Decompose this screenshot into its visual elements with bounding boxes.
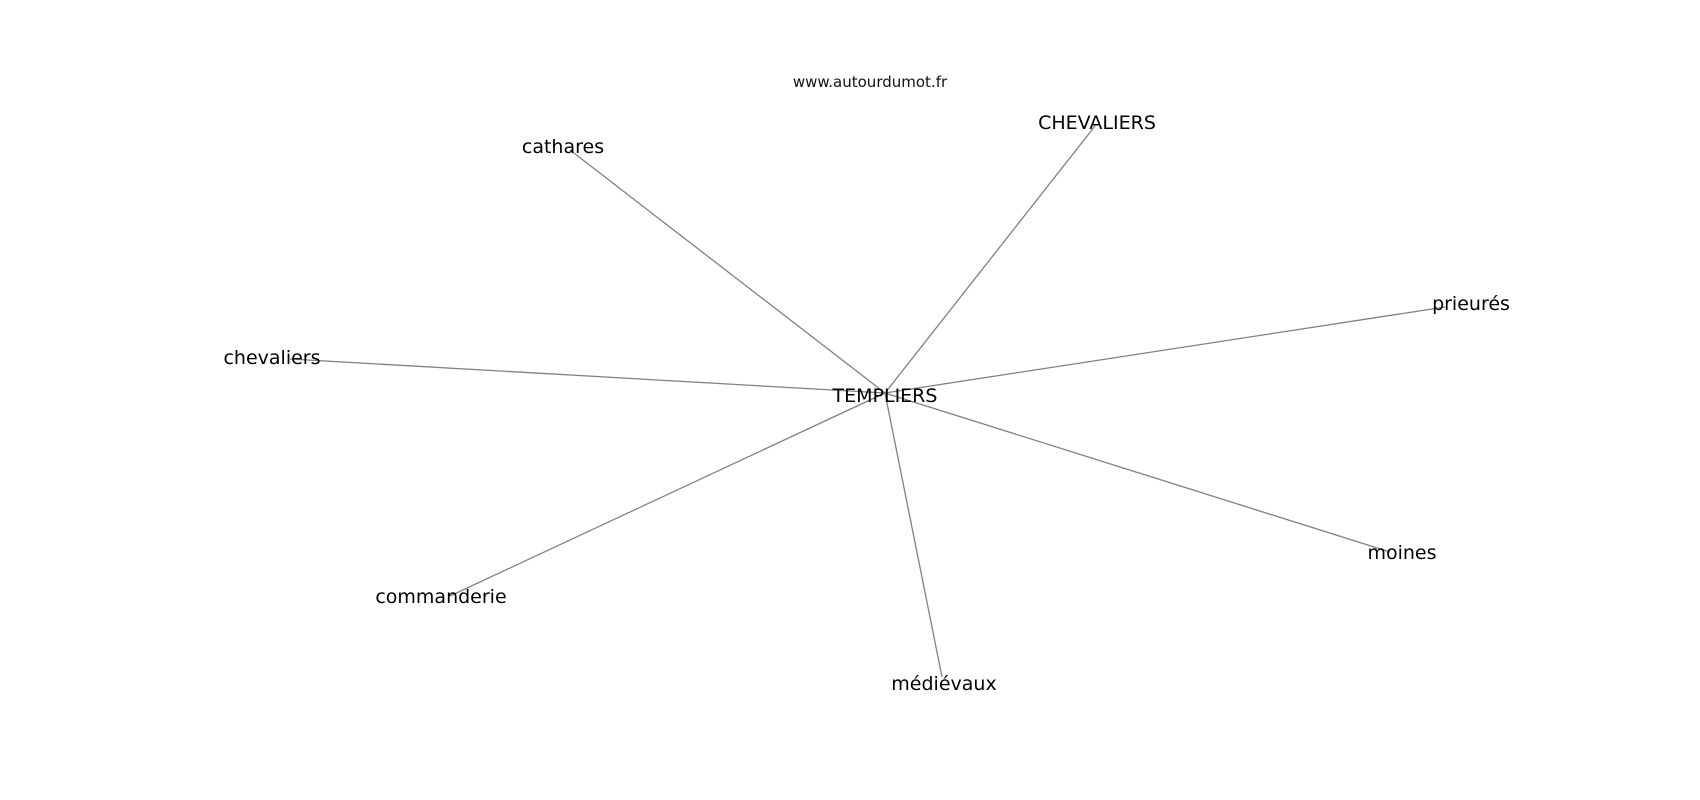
node-label-chevaliers[interactable]: chevaliers [223, 347, 320, 369]
site-watermark: www.autourdumot.fr [792, 73, 948, 91]
edge-templiers-chevaliers-upper [884, 125, 1096, 394]
edge-templiers-cathares [569, 149, 886, 394]
edge-templiers-commanderie [449, 392, 886, 597]
graph-labels: CHEVALIERS cathares prieurés chevaliers moin… [223, 112, 1509, 695]
edge-templiers-chevaliers [289, 358, 886, 394]
node-label-moines[interactable]: moines [1367, 542, 1436, 564]
node-label-commanderie[interactable]: commanderie [375, 586, 506, 608]
center-node-label[interactable]: TEMPLIERS [832, 385, 938, 407]
edge-templiers-medievaux [884, 392, 943, 678]
edge-templiers-prieures [884, 306, 1446, 394]
node-label-prieures[interactable]: prieurés [1432, 293, 1510, 315]
graph-edges [289, 125, 1446, 678]
node-label-chevaliers-upper[interactable]: CHEVALIERS [1038, 112, 1156, 134]
node-label-medievaux[interactable]: médiévaux [891, 673, 996, 695]
node-label-cathares[interactable]: cathares [522, 136, 604, 158]
edge-templiers-moines [884, 392, 1391, 553]
